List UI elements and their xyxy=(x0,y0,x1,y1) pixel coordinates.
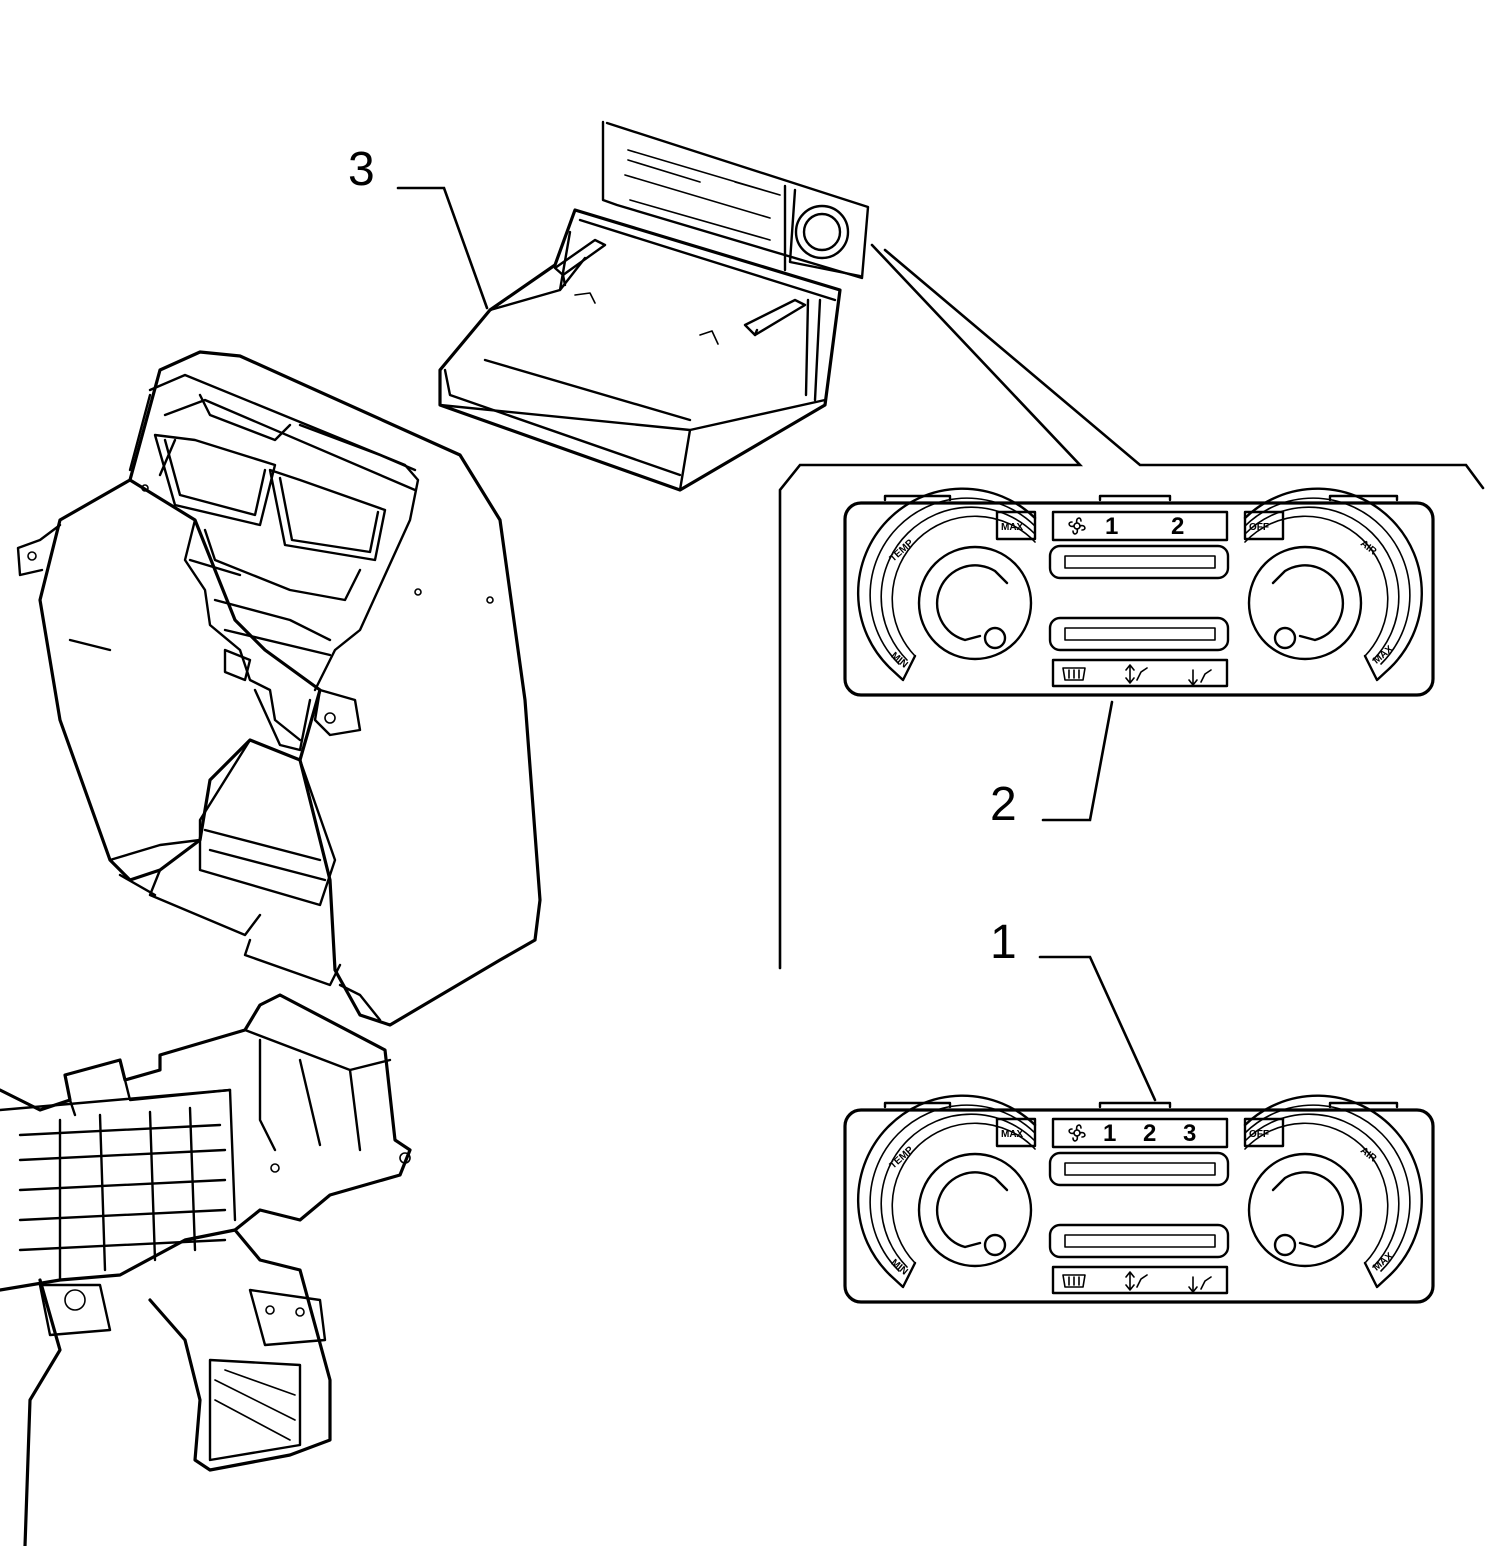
air-distribution-knob: OFF AIR MAX xyxy=(1243,487,1424,682)
air-max-label: MAX xyxy=(1371,1251,1395,1274)
temperature-knob: MAX MIN TEMP xyxy=(856,1094,1037,1289)
temperature-knob: MAX MIN TEMP xyxy=(856,487,1037,682)
callout-leaders xyxy=(396,186,1485,1102)
leader-part-2 xyxy=(1041,700,1114,822)
vent-floor-icon xyxy=(1125,664,1148,684)
fan-speed-1: 1 xyxy=(1105,513,1118,540)
fan-speed-3: 3 xyxy=(1183,1120,1196,1147)
temp-max-label: MAX xyxy=(1001,1129,1024,1140)
defrost-icon xyxy=(1062,1274,1086,1288)
heater-unit-assembly xyxy=(0,993,412,1546)
leader-part-1 xyxy=(1038,955,1157,1102)
vent-floor-icon xyxy=(1125,1271,1148,1291)
control-bracket-part-3 xyxy=(438,120,870,492)
air-off-label: OFF xyxy=(1249,522,1269,533)
magnification-frame xyxy=(778,243,1485,970)
air-distribution-knob: OFF AIR MAX xyxy=(1243,1094,1424,1289)
leader-part-3 xyxy=(396,186,489,310)
fan-speed-2: 2 xyxy=(1171,513,1184,540)
temp-min-label: MIN xyxy=(889,1257,910,1277)
control-panel-part-1: MAX MIN TEMP 1 2 3 OFF xyxy=(843,1094,1435,1304)
fan-speed-2: 2 xyxy=(1143,1120,1156,1147)
callout-part-3: 3 xyxy=(348,143,375,196)
temp-min-label: MIN xyxy=(889,650,910,670)
fan-speed-1: 1 xyxy=(1103,1120,1116,1147)
defrost-icon xyxy=(1062,667,1086,681)
temp-max-label: MAX xyxy=(1001,522,1024,533)
floor-icon xyxy=(1188,1276,1212,1293)
air-max-label: MAX xyxy=(1371,644,1395,667)
floor-icon xyxy=(1188,669,1212,686)
air-distribution-housing xyxy=(16,350,542,1027)
air-off-label: OFF xyxy=(1249,1129,1269,1140)
callout-part-1: 1 xyxy=(990,916,1017,969)
control-panel-part-2: MAX MIN TEMP 1 2 OF xyxy=(843,487,1435,697)
callout-part-2: 2 xyxy=(990,778,1017,831)
